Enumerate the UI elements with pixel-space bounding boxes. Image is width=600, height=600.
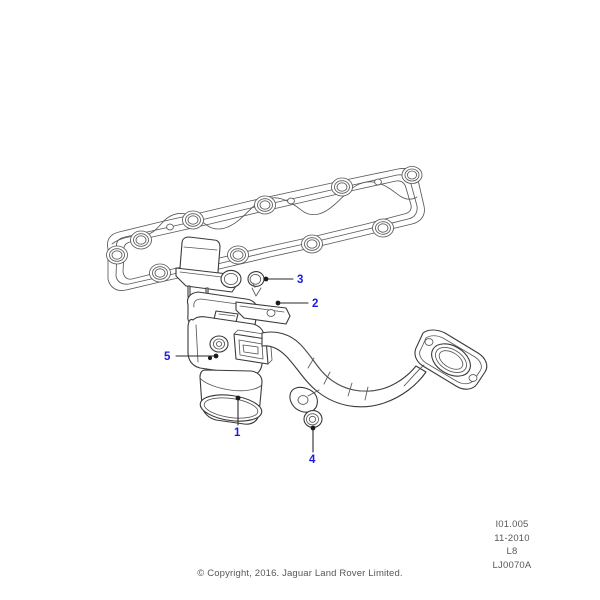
callout-3-label: 3 xyxy=(297,274,303,286)
egr-valve-body xyxy=(186,291,291,425)
egr-cooler-pipe xyxy=(261,329,488,413)
egr-pipe-flange xyxy=(403,329,488,390)
metadata-line-drawing-code: LJ0070A xyxy=(492,559,532,571)
part-3-bolt xyxy=(247,271,265,297)
callout-5-label: 5 xyxy=(164,351,171,363)
gasket-bolt-bosses-upper xyxy=(130,166,423,250)
callout-4: 4 xyxy=(309,425,316,466)
callout-2: 2 xyxy=(275,298,318,310)
metadata-line-illustration: I01.005 xyxy=(495,519,529,530)
diagram-metadata: I01.005 11-2010 L8 LJ0070A xyxy=(452,518,572,572)
copyright-notice: © Copyright, 2016. Jaguar Land Rover Lim… xyxy=(197,568,403,579)
callout-4-label: 4 xyxy=(309,454,316,466)
metadata-line-model: L8 xyxy=(506,546,518,557)
callout-5: 5 xyxy=(164,351,219,363)
callout-3: 3 xyxy=(263,274,303,286)
metadata-line-date: 11-2010 xyxy=(494,532,530,544)
callout-2-label: 2 xyxy=(312,298,318,310)
callout-1-label: 1 xyxy=(234,427,241,439)
gasket-bolt-bosses-lower xyxy=(106,218,394,283)
manifold-gasket xyxy=(106,166,425,291)
callout-1: 1 xyxy=(234,395,241,439)
callout-group: 1 2 3 4 5 xyxy=(164,274,318,466)
part-4-bolt xyxy=(303,410,323,428)
